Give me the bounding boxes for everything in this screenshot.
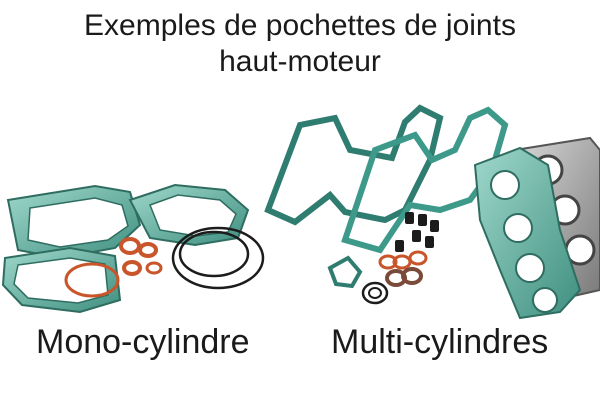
caption-mono-cylinder: Mono-cylindre [36, 323, 250, 361]
head-o-ring [171, 226, 265, 290]
o-ring [408, 250, 428, 266]
valve-cover-gasket [264, 104, 444, 226]
valve-cover-gasket [341, 106, 509, 254]
o-ring [138, 242, 158, 258]
o-ring [145, 261, 163, 275]
o-ring [378, 254, 398, 270]
title-line-2: haut-moteur [219, 45, 381, 78]
o-ring [119, 237, 141, 255]
small-gasket [327, 255, 363, 289]
page-title: Exemples de pochettes de joints haut-mot… [0, 8, 600, 80]
o-ring [361, 281, 389, 305]
head-o-ring [178, 230, 250, 278]
o-ring [385, 269, 407, 287]
multi-cylinder-gasket-kit [264, 104, 600, 320]
o-ring [368, 287, 382, 299]
o-ring [122, 260, 142, 276]
valve-stem-seals [395, 212, 439, 252]
mono-cylinder-gasket-kit [1, 183, 265, 314]
title-line-1: Exemples de pochettes de joints [84, 9, 516, 42]
caption-multi-cylinder: Multi-cylindres [331, 323, 549, 361]
o-ring [64, 262, 120, 298]
